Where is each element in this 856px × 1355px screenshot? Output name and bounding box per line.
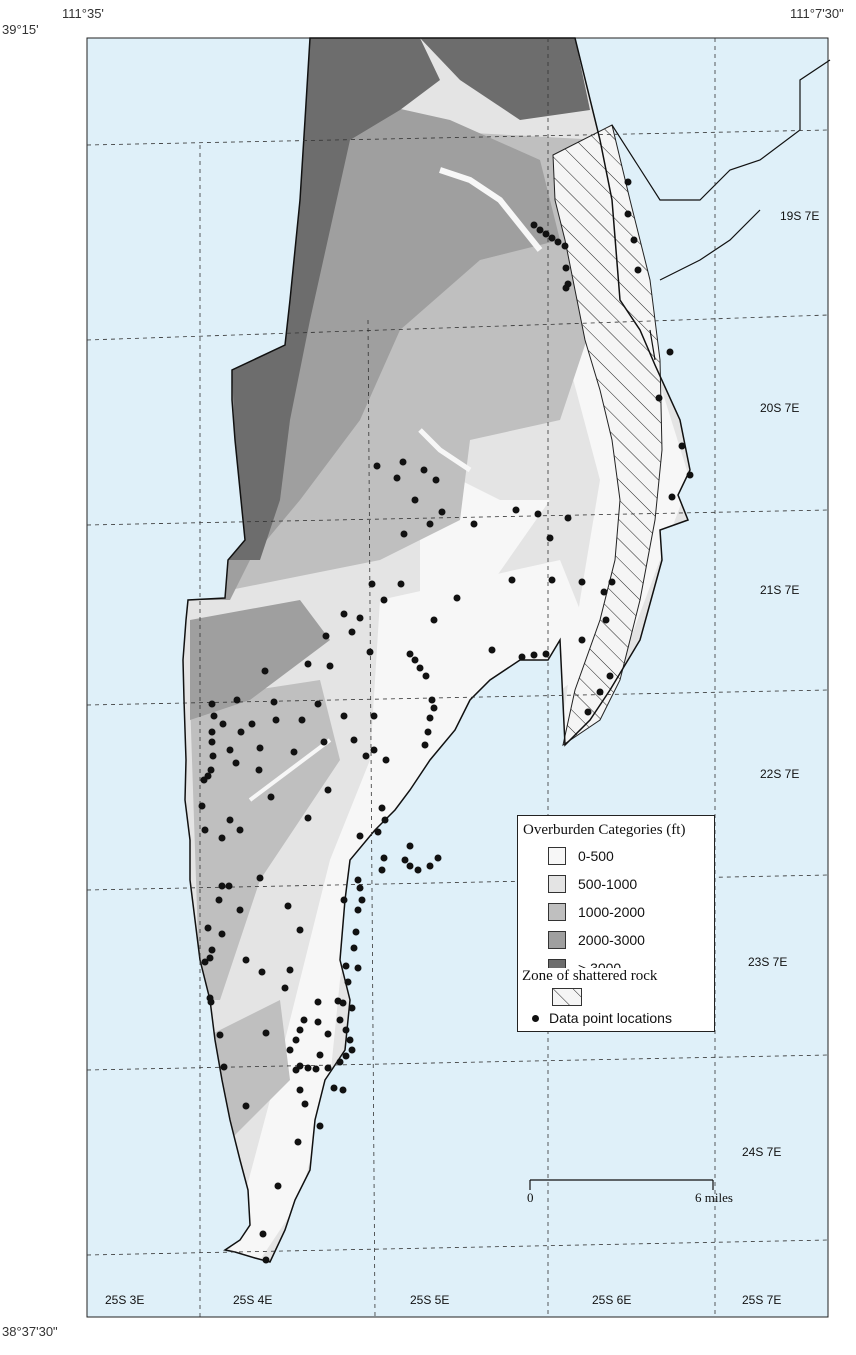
grid-label-25s-5e: 25S 5E [410, 1293, 449, 1307]
grid-label-25s-3e: 25S 3E [105, 1293, 144, 1307]
legend-item-500-1000: 500-1000 [548, 874, 637, 894]
grid-label-25s-7e: 25S 7E [742, 1293, 781, 1307]
legend-swatch [548, 931, 566, 949]
corner-lon-top-left: 111°35' [62, 6, 104, 21]
shattered-rock-zone [552, 124, 663, 747]
zone-0-500 [230, 560, 600, 1260]
data-points-label: Data point locations [549, 1010, 672, 1026]
grid-label-24s-7e: 24S 7E [742, 1145, 781, 1159]
zone-label: Zone of shattered rock [522, 968, 658, 984]
grid-label-25s-4e: 25S 4E [233, 1293, 272, 1307]
zone-swatch [552, 988, 582, 1006]
legend-item-label: 0-500 [578, 848, 614, 864]
legend-item-1000-2000: 1000-2000 [548, 902, 645, 922]
legend-item-label: 500-1000 [578, 876, 638, 892]
township-grid [86, 38, 829, 1318]
scale-start-label: 0 [527, 1190, 534, 1205]
grid-label-22s-7e: 22S 7E [760, 767, 799, 781]
legend-item-label: 2000-3000 [578, 932, 645, 948]
legend-title: Overburden Categories (ft) [523, 822, 686, 838]
grid-label-20s-7e: 20S 7E [760, 401, 799, 415]
corner-lon-top-right: 111°7'30" [790, 6, 844, 21]
corner-lat-bottom-left: 38°37'30" [2, 1324, 58, 1339]
scale-end-label: 6 miles [695, 1190, 733, 1205]
grid-label-19s-7e: 19S 7E [780, 209, 819, 223]
legend-item-0-500: 0-500 [548, 846, 614, 866]
data-point-icon [532, 1014, 539, 1022]
data-points [198, 178, 694, 1264]
zone-gt-3000 [228, 38, 440, 560]
legend-swatch [548, 875, 566, 893]
corner-lat-top-left: 39°15' [2, 22, 39, 37]
legend-item-2000-3000: 2000-3000 [548, 930, 645, 950]
scale-bar [529, 1179, 714, 1190]
legend-swatch [548, 903, 566, 921]
data-points-legend-row: Data point locations [532, 1010, 672, 1026]
grid-label-25s-6e: 25S 6E [592, 1293, 631, 1307]
legend-swatch [548, 847, 566, 865]
legend-item-label: 1000-2000 [578, 904, 645, 920]
grid-label-21s-7e: 21S 7E [760, 583, 799, 597]
legend-zone-section: Zone of shattered rock Data point locati… [517, 968, 715, 1032]
hatch-icon [553, 989, 581, 1005]
grid-label-23s-7e: 23S 7E [748, 955, 787, 969]
